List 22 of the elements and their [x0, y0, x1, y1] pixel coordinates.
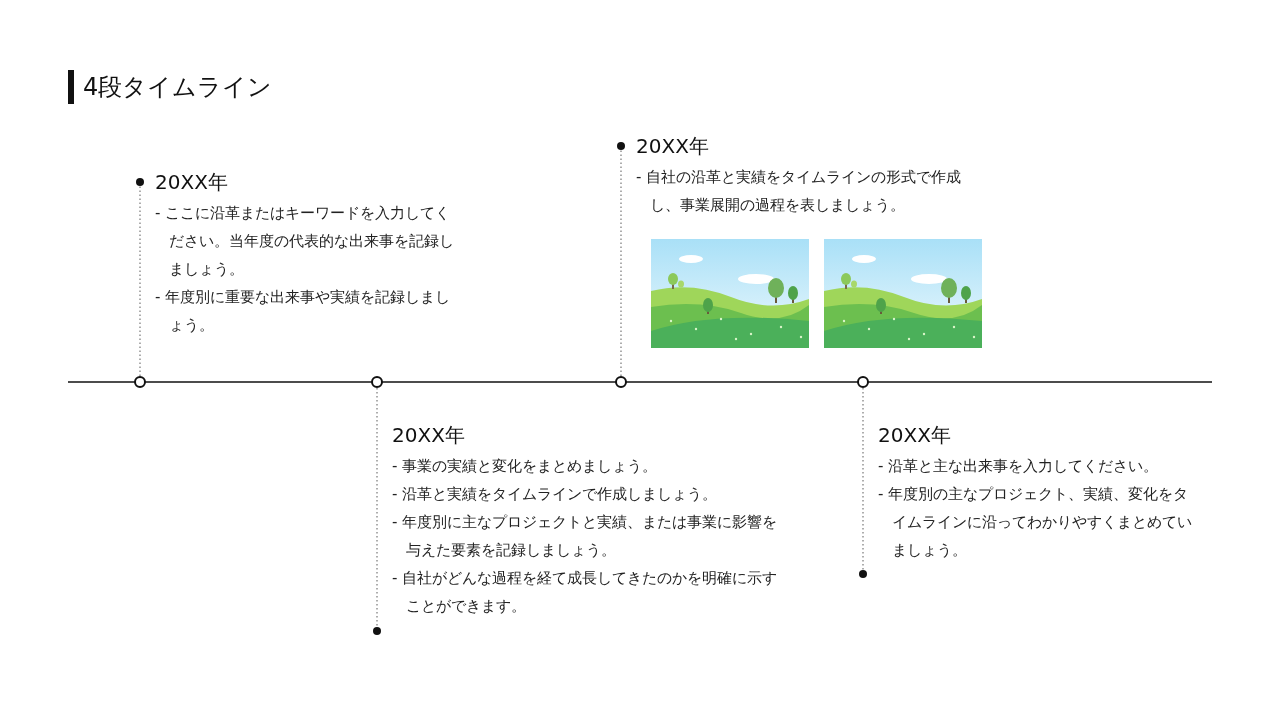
timeline-marker — [134, 376, 146, 388]
year-heading: 20XX年 — [878, 423, 951, 447]
dotted-connector — [859, 387, 867, 578]
bullet-text: - 沿革と実績をタイムラインで作成しましょう。 — [392, 484, 719, 505]
bullet-text: - 事業の実績と変化をまとめましょう。 — [392, 456, 659, 477]
slide-title: 4段タイムライン — [68, 70, 273, 104]
year-heading: 20XX年 — [636, 134, 709, 158]
bullet-text: - 年度別の主なプロジェクト、実績、変化をタイムラインに沿ってわかりやすくまとめていましょう。 — [878, 484, 1193, 561]
bullet-text: - ここに沿革またはキーワードを入力してください。当年度の代表的な出来事を記録しましょう。 — [155, 203, 455, 280]
bullet-text: - 自社がどんな過程を経て成長してきたのかを明確に示すことができます。 — [392, 568, 779, 617]
timeline-marker — [857, 376, 869, 388]
year-heading: 20XX年 — [155, 170, 228, 194]
timeline-marker — [615, 376, 627, 388]
bullet-text: - 年度別に重要な出来事や実績を記録しましょう。 — [155, 287, 452, 336]
bullet-text: - 年度別に主なプロジェクトと実績、または事業に影響を与えた要素を記録しましょう。 — [392, 512, 779, 561]
dotted-connector — [617, 142, 625, 377]
bullet-text: - 自社の沿革と実績をタイムラインの形式で作成し、事業展開の過程を表しましょう。 — [636, 167, 963, 216]
year-heading: 20XX年 — [392, 423, 465, 447]
dotted-connector — [136, 178, 144, 377]
bullet-text: - 沿革と主な出来事を入力してください。 — [878, 456, 1160, 477]
timeline-marker — [371, 376, 383, 388]
dotted-connector — [373, 387, 381, 635]
